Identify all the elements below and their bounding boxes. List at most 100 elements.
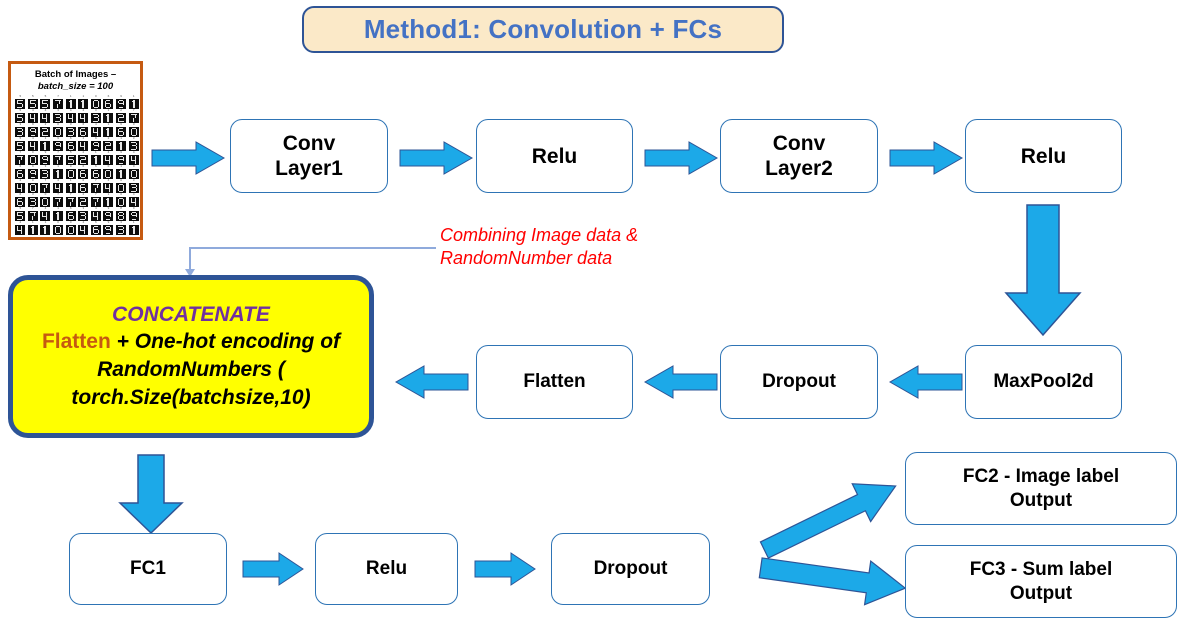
node-maxpool2d[interactable]: MaxPool2d	[965, 345, 1122, 419]
digit-thumbnail-image	[65, 113, 76, 123]
digit-thumbnail-image	[53, 183, 64, 193]
digit-thumbnail-cell: 4	[77, 137, 90, 151]
node-concatenate[interactable]: CONCATENATE Flatten + One-hot encoding o…	[8, 275, 374, 438]
arrow-dropout1-to-flatten	[643, 365, 718, 399]
digit-thumbnail-label: 7	[57, 150, 59, 154]
digit-thumbnail-cell: 4	[14, 179, 27, 193]
digit-thumbnail-label: 1	[32, 220, 34, 224]
digit-thumbnail-label: 1	[57, 164, 59, 168]
node-relu3[interactable]: Relu	[315, 533, 458, 605]
digit-thumbnail-cell: 0	[115, 179, 128, 193]
digit-thumbnail-label: 9	[132, 206, 135, 210]
digit-thumbnail-cell: 0	[64, 221, 77, 235]
digit-thumbnail-image	[90, 169, 101, 179]
digit-thumbnail-image	[116, 197, 127, 207]
node-dropout1[interactable]: Dropout	[720, 345, 878, 419]
digit-thumbnail-label: 3	[19, 122, 22, 126]
concatenate-title: CONCATENATE	[112, 303, 270, 326]
node-relu2[interactable]: Relu	[965, 119, 1122, 193]
digit-thumbnail-label: 0	[107, 164, 110, 168]
digit-thumbnail-cell: 1	[77, 95, 90, 109]
digit-thumbnail-cell: 1	[102, 193, 115, 207]
digit-thumbnail-image	[27, 127, 38, 137]
digit-thumbnail-label: 0	[57, 122, 59, 126]
digit-thumbnail-label: 9	[120, 150, 122, 154]
node-relu1[interactable]: Relu	[476, 119, 633, 193]
digit-thumbnail-cell: 7	[52, 95, 65, 109]
digit-thumbnail-label: 0	[120, 192, 122, 196]
digit-thumbnail-cell: 3	[115, 221, 128, 235]
digit-thumbnail-image	[116, 113, 127, 123]
arrow-batch-to-conv1	[151, 141, 226, 175]
digit-thumbnail-cell: 4	[77, 221, 90, 235]
digit-thumbnail-image	[78, 169, 89, 179]
digit-thumbnail-label: 4	[19, 178, 22, 182]
digit-thumbnail-label: 0	[69, 220, 72, 224]
digit-thumbnail-label: 4	[107, 178, 110, 182]
batch-caption-line1: Batch of Images –	[34, 69, 117, 80]
digit-thumbnail-label: 6	[19, 192, 22, 196]
digit-thumbnail-label: 1	[107, 108, 110, 112]
digit-thumbnail-label: 1	[120, 136, 122, 140]
digit-thumbnail-image	[65, 99, 76, 109]
digit-thumbnail-image	[53, 99, 64, 109]
digit-thumbnail-image	[27, 225, 38, 235]
digit-thumbnail-label: 1	[44, 136, 47, 140]
digit-thumbnail-cell: 0	[64, 165, 77, 179]
digit-thumbnail-image	[103, 141, 114, 151]
node-dropout2[interactable]: Dropout	[551, 533, 710, 605]
page-title: Method1: Convolution + FCs	[363, 14, 723, 44]
node-conv-layer2[interactable]: Conv Layer2	[720, 119, 878, 193]
digit-thumbnail-cell: 0	[115, 193, 128, 207]
digit-thumbnail-cell: 4	[77, 109, 90, 123]
digit-thumbnail-image	[15, 155, 26, 165]
digit-thumbnail-cell: 2	[102, 137, 115, 151]
arrow-relu2-to-maxpool	[1004, 204, 1082, 337]
digit-thumbnail-image	[15, 127, 26, 137]
digit-thumbnail-label: 1	[69, 178, 72, 182]
digit-thumbnail-label: 7	[19, 150, 22, 154]
node-fc3-sum-label-output[interactable]: FC3 - Sum label Output	[905, 545, 1177, 618]
digit-thumbnail-image	[128, 169, 139, 179]
digit-thumbnail-label: 9	[107, 206, 110, 210]
digit-thumbnail-label: 9	[32, 164, 34, 168]
digit-thumbnail-image	[65, 197, 76, 207]
node-fc2-line1: FC2 - Image label	[962, 465, 1120, 487]
digit-thumbnail-cell: 7	[64, 193, 77, 207]
digit-thumbnail-label: 3	[132, 136, 135, 140]
digit-thumbnail-image	[90, 197, 101, 207]
digit-thumbnail-label: 2	[120, 108, 122, 112]
digit-thumbnail-label: 1	[57, 206, 59, 210]
digit-thumbnail-label: 5	[19, 206, 22, 210]
digit-thumbnail-label: 2	[44, 122, 47, 126]
digit-thumbnail-cell: 0	[27, 179, 40, 193]
digit-thumbnail-cell: 7	[52, 193, 65, 207]
digit-thumbnail-image	[40, 211, 51, 221]
connector-horizontal	[189, 247, 436, 249]
digit-thumbnail-cell: 4	[14, 221, 27, 235]
digit-thumbnail-cell: 4	[64, 109, 77, 123]
digit-thumbnail-cell: 7	[90, 179, 103, 193]
digit-thumbnail-cell: 3	[52, 109, 65, 123]
digit-thumbnail-label: 4	[82, 108, 85, 112]
concatenate-line3: RandomNumbers (	[97, 358, 285, 381]
digit-thumbnail-image	[15, 169, 26, 179]
digit-thumbnail-label: 0	[44, 192, 47, 196]
digit-thumbnail-label: 3	[57, 108, 59, 112]
arrow-flatten-to-concatenate	[394, 365, 469, 399]
node-relu2-label: Relu	[1020, 144, 1067, 168]
digit-thumbnail-cell: 3	[39, 165, 52, 179]
digit-thumbnail-label: 5	[19, 94, 22, 98]
digit-thumbnail-image	[27, 155, 38, 165]
node-fc1[interactable]: FC1	[69, 533, 227, 605]
digit-thumbnail-cell: 1	[52, 207, 65, 221]
digit-thumbnail-label: 1	[107, 192, 110, 196]
node-flatten[interactable]: Flatten	[476, 345, 633, 419]
node-fc2-image-label-output[interactable]: FC2 - Image label Output	[905, 452, 1177, 525]
digit-thumbnail-label: 2	[82, 192, 85, 196]
node-conv-layer2-line2: Layer2	[765, 157, 833, 180]
digit-thumbnail-image	[15, 225, 26, 235]
digit-thumbnail-label: 4	[44, 206, 47, 210]
node-conv-layer1[interactable]: Conv Layer1	[230, 119, 388, 193]
digit-thumbnail-label: 0	[32, 150, 34, 154]
